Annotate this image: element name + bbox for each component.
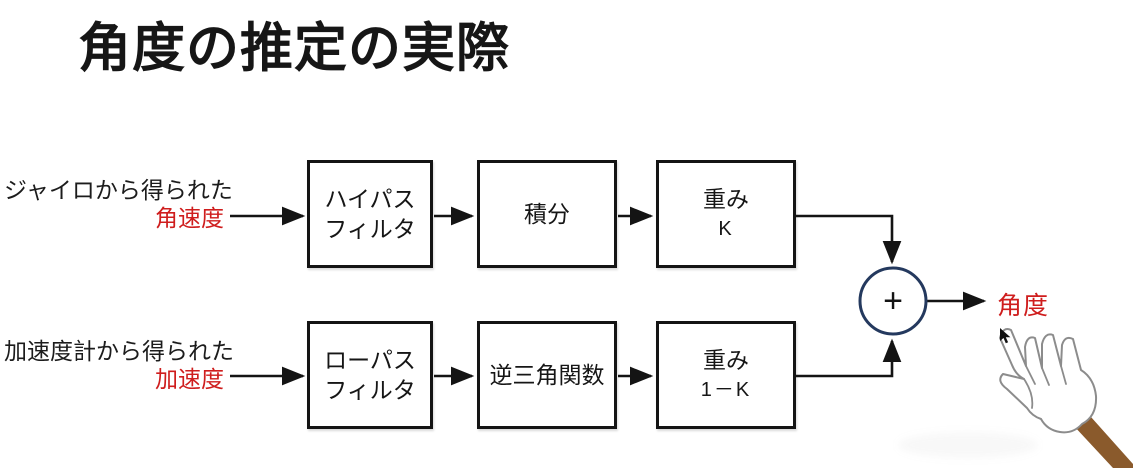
input-label-gyro-source: ジャイロから得られた	[4, 177, 233, 203]
pointer-stick	[1073, 417, 1133, 468]
input-label-gyro: ジャイロから得られた 角速度	[4, 176, 233, 232]
finger-crease	[1041, 367, 1050, 386]
arrow-weight-k-to-sum	[796, 214, 902, 265]
block-weight-1-minus-k: 重み 1－K	[656, 321, 796, 429]
input-label-accel-signal: 加速度	[155, 366, 224, 392]
block-label: 積分	[524, 201, 570, 227]
page-title: 角度の推定の実際	[78, 19, 510, 78]
block-label: 重み	[703, 347, 749, 373]
input-label-accel-source: 加速度計から得られた	[4, 338, 234, 364]
finger-crease	[1025, 365, 1036, 385]
block-label: 逆三角関数	[489, 362, 605, 388]
block-inverse-trig: 逆三角関数	[477, 321, 617, 429]
block-highpass-filter: ハイパス フィルタ	[307, 160, 433, 268]
pointing-hand-icon	[999, 328, 1133, 468]
finger-crease	[1060, 365, 1067, 385]
block-label: K	[718, 218, 734, 240]
block-integral: 積分	[477, 160, 617, 268]
input-label-accel: 加速度計から得られた 加速度	[4, 337, 234, 393]
arrow-weight-1k-to-sum	[796, 338, 902, 378]
block-lowpass-filter: ローパス フィルタ	[307, 321, 433, 429]
block-label: 1－K	[700, 379, 752, 401]
background-smudge	[898, 432, 1038, 458]
block-label: フィルタ	[324, 377, 416, 403]
output-label-angle: 角度	[997, 292, 1050, 320]
sum-junction-circle	[858, 266, 928, 336]
cursor-arrow-icon	[1000, 328, 1011, 344]
block-label: ローパス	[324, 347, 416, 373]
thumb-crease	[1023, 378, 1034, 409]
input-label-gyro-signal: 角速度	[155, 205, 224, 231]
plus-icon: +	[883, 282, 903, 320]
block-weight-k: 重み K	[656, 160, 796, 268]
block-label: フィルタ	[324, 216, 416, 242]
block-label: ハイパス	[324, 186, 416, 212]
block-label: 重み	[703, 186, 749, 212]
